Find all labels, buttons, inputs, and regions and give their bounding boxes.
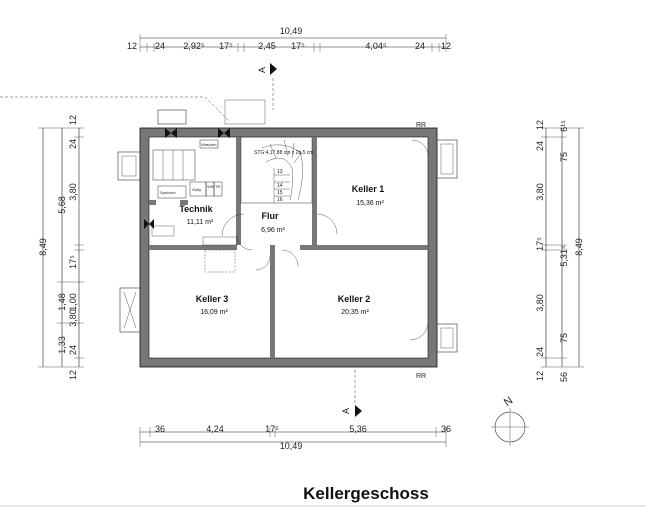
right-inner-dim: 56 bbox=[559, 372, 569, 382]
speicher-label: Speicher bbox=[160, 190, 176, 195]
stair-step-16: 16 bbox=[277, 197, 283, 203]
top-dim-segment: 2,92⁵ bbox=[183, 41, 205, 51]
right-total-dimension: 8,49 bbox=[574, 238, 584, 256]
room-name-keller-1: Keller 1 bbox=[352, 184, 385, 194]
bottom-dimension-chain: 36 4,24 17⁵ 5,36 36 10,49 bbox=[139, 424, 451, 451]
bottom-dim-segment: 5,36 bbox=[349, 424, 367, 434]
top-dim-segment: 24 bbox=[155, 41, 165, 51]
right-dim-segment: 75 bbox=[559, 333, 569, 343]
right-dim-segment: 3,80 bbox=[535, 294, 545, 312]
left-dim-segment: 12 bbox=[68, 370, 78, 380]
bottom-dim-segment: 36 bbox=[441, 424, 451, 434]
right-dimension-chain: 12 24 75 3,80 17⁵ 3,80 24 75 12 6¹⁵ 5,31… bbox=[535, 120, 584, 382]
left-dim-segment: 17⁵ bbox=[68, 255, 78, 269]
left-dimension-chain: 8,49 5,68 1,48 1,33 12 24 3,80 17⁵ 1,00 … bbox=[38, 115, 84, 380]
doors bbox=[221, 139, 429, 341]
tr-label: TR bbox=[215, 184, 220, 189]
room-name-technik: Technik bbox=[179, 204, 213, 214]
section-mark-bottom: A bbox=[341, 370, 362, 417]
rr-label-bottom: RR bbox=[416, 373, 426, 380]
right-dim-segment: 24 bbox=[535, 347, 545, 357]
light-wells bbox=[117, 99, 458, 353]
section-mark-top: A bbox=[257, 63, 277, 110]
left-dim-segment: 24 bbox=[68, 345, 78, 355]
room-area-flur: 6,96 m² bbox=[261, 227, 285, 234]
rr-label-top: RR bbox=[416, 122, 426, 129]
left-dim-segment: 1,00 bbox=[68, 293, 78, 311]
left-inner-dim: 1,48 bbox=[57, 293, 67, 311]
room-labels: Technik 11,11 m² Flur 6,96 m² Keller 1 1… bbox=[179, 184, 384, 316]
right-dim-segment: 12 bbox=[535, 371, 545, 381]
stair-label: STG:4,17,88 cm x 2b,5 cm bbox=[254, 150, 313, 156]
room-area-keller-1: 15,36 m² bbox=[356, 200, 384, 207]
top-total-dimension: 10,49 bbox=[280, 26, 303, 36]
stair: STG:4,17,88 cm x 2b,5 cm 13 14 15 16 bbox=[240, 136, 313, 204]
section-label: A bbox=[257, 67, 267, 73]
room-area-keller-2: 20,35 m² bbox=[341, 309, 369, 316]
technik-equipment: Gully WW TR Speicher Waschm. bbox=[151, 139, 238, 273]
left-dim-segment: 3,80 bbox=[68, 309, 78, 327]
gully-label: Gully bbox=[192, 187, 201, 192]
interior-walls bbox=[149, 137, 428, 358]
right-dim-segment: 17⁵ bbox=[535, 237, 545, 251]
top-dim-segment: 12 bbox=[127, 41, 137, 51]
room-area-keller-3: 16,09 m² bbox=[200, 309, 228, 316]
stair-step-14: 14 bbox=[277, 183, 283, 189]
room-name-keller-3: Keller 3 bbox=[196, 294, 229, 304]
top-dim-segment: 2,45 bbox=[258, 41, 276, 51]
left-dim-segment: 12 bbox=[68, 115, 78, 125]
bottom-dim-segment: 36 bbox=[155, 424, 165, 434]
right-inner-dim: 5,31⁵ bbox=[559, 245, 569, 267]
room-area-technik: 11,11 m² bbox=[187, 219, 214, 226]
top-dim-segment: 4,04⁵ bbox=[365, 41, 387, 51]
room-name-flur: Flur bbox=[262, 211, 279, 221]
bottom-dim-segment: 17⁵ bbox=[265, 424, 279, 434]
left-inner-dim: 1,33 bbox=[57, 336, 67, 354]
bottom-total-dimension: 10,49 bbox=[280, 441, 303, 451]
washer-label: Waschm. bbox=[201, 142, 218, 147]
room-name-keller-2: Keller 2 bbox=[338, 294, 371, 304]
left-inner-dim: 5,68 bbox=[57, 196, 67, 214]
north-label: N bbox=[502, 395, 515, 409]
top-dim-segment: 24 bbox=[415, 41, 425, 51]
plan-title: Kellergeschoss bbox=[303, 484, 429, 503]
ww-label: WW bbox=[207, 184, 215, 189]
top-dimension-chain: 10,49 12 24 2,92⁵ 17⁵ 2,45 17⁵ 4,04⁵ 24 … bbox=[127, 26, 451, 52]
right-dim-segment: 3,80 bbox=[535, 183, 545, 201]
top-dim-segment: 17⁵ bbox=[219, 41, 233, 51]
left-dim-segment: 24 bbox=[68, 139, 78, 149]
right-dim-segment: 12 bbox=[535, 120, 545, 130]
north-arrow-icon: N bbox=[491, 395, 529, 446]
section-label: A bbox=[341, 408, 351, 414]
right-dim-segment: 24 bbox=[535, 141, 545, 151]
left-total-dimension: 8,49 bbox=[38, 238, 48, 256]
stair-step-13: 13 bbox=[277, 169, 283, 175]
top-dim-segment: 12 bbox=[441, 41, 451, 51]
stair-step-15: 15 bbox=[277, 190, 283, 196]
bottom-dim-segment: 4,24 bbox=[206, 424, 224, 434]
left-dim-segment: 3,80 bbox=[68, 183, 78, 201]
top-dim-segment: 17⁵ bbox=[291, 41, 305, 51]
right-inner-dim: 6¹⁵ bbox=[559, 120, 569, 132]
right-dim-segment: 75 bbox=[559, 152, 569, 162]
